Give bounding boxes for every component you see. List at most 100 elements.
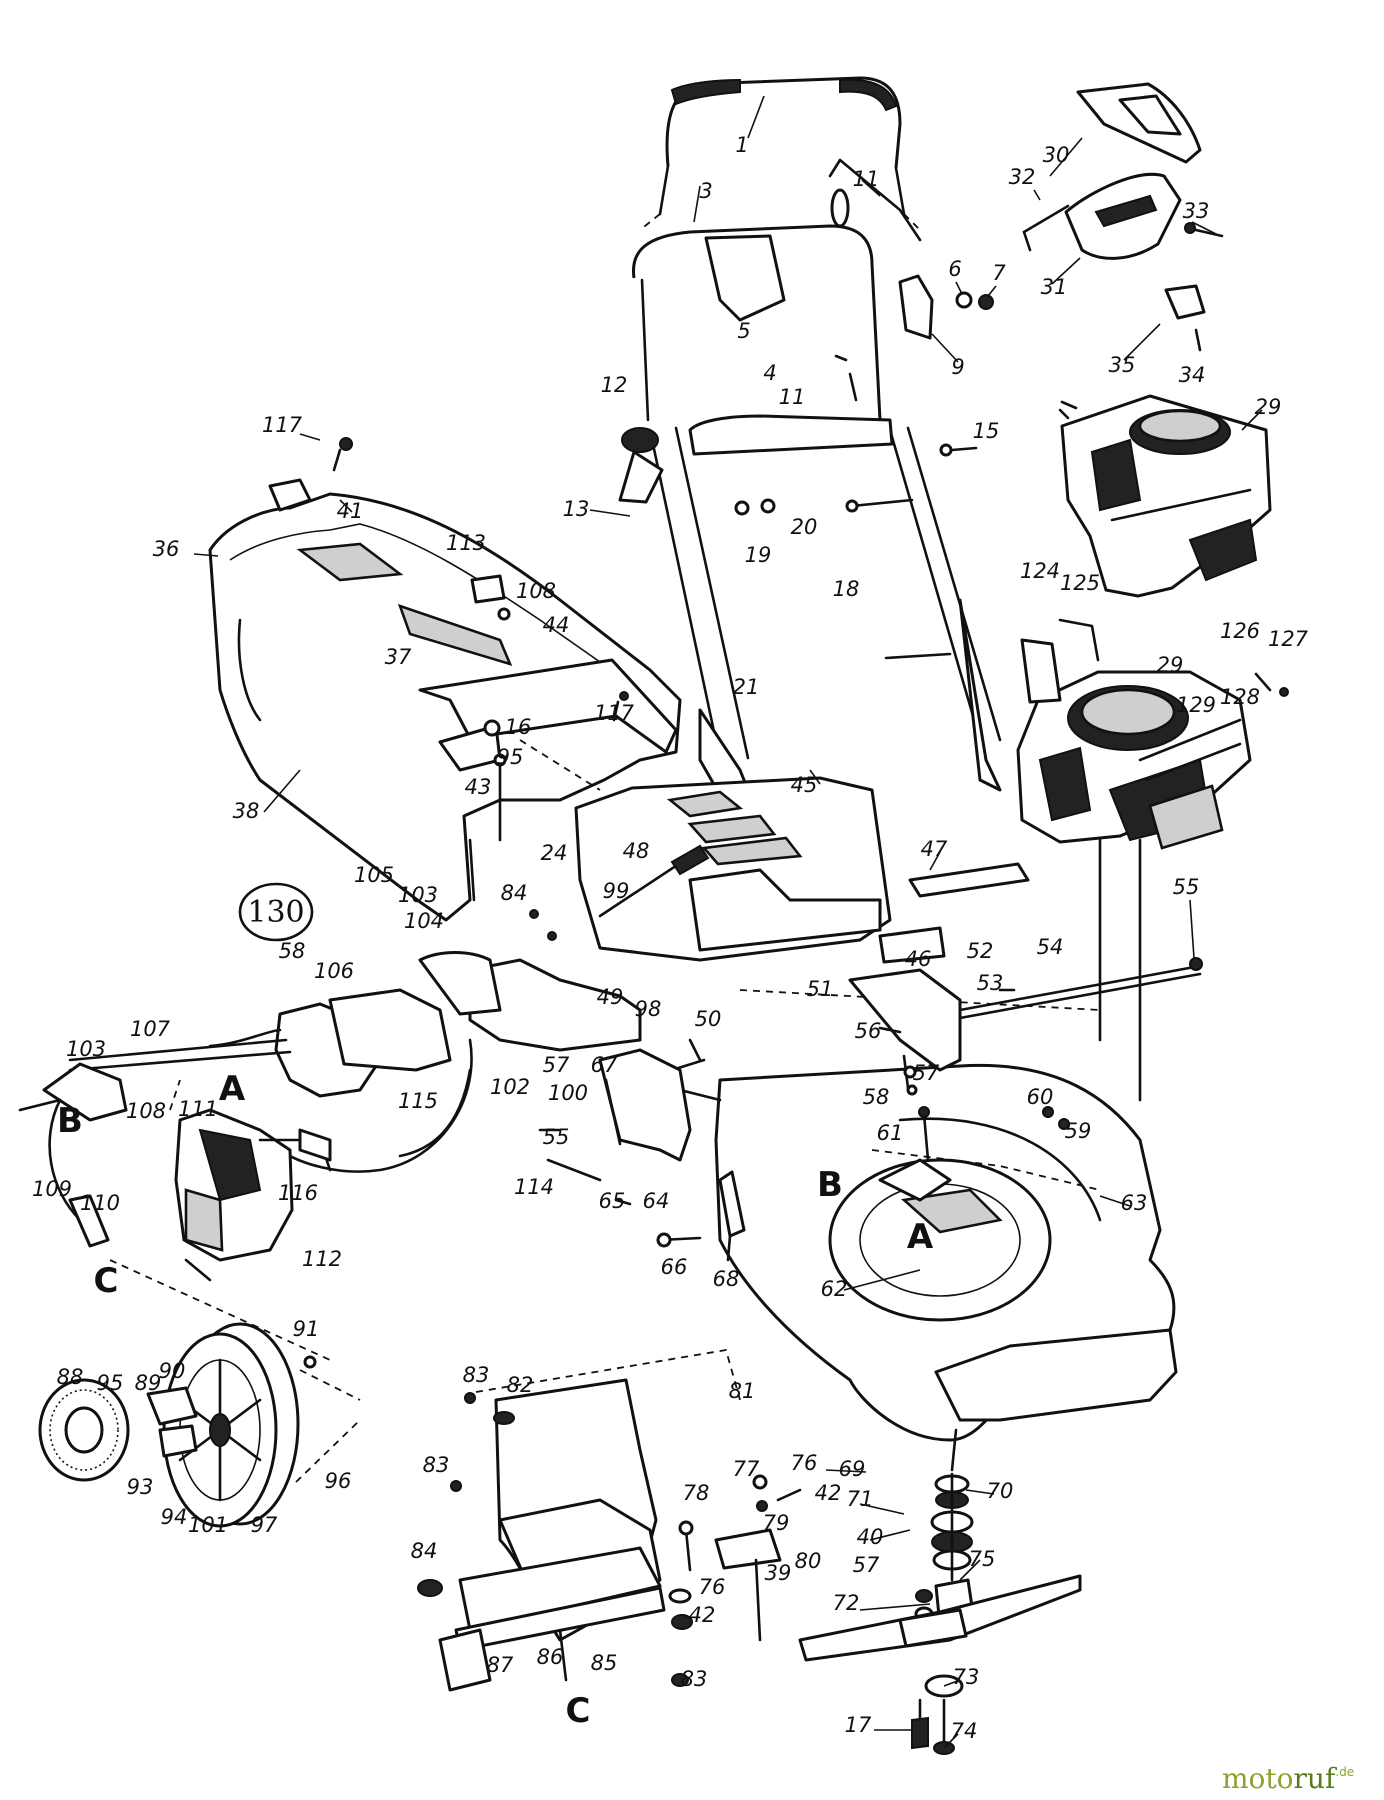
part-number-label: 98 — [635, 997, 662, 1021]
ref-letter-b-deck: B — [817, 1165, 843, 1205]
ref-letter-a: A — [219, 1069, 246, 1109]
part-number-label: 103 — [398, 883, 438, 907]
part-number-label: 43 — [465, 775, 492, 799]
part-number-label: 74 — [951, 1719, 978, 1743]
part-number-label: 67 — [591, 1053, 618, 1077]
part-number-label: 63 — [1121, 1191, 1148, 1215]
part-number-label: 12 — [601, 373, 628, 397]
part-number-label: 101 — [188, 1513, 228, 1537]
upper-handle-bar — [639, 76, 921, 231]
throttle-control — [1022, 82, 1224, 352]
part-number-label: 87 — [487, 1653, 514, 1677]
part-number-label: 129 — [1176, 693, 1216, 717]
ref-letter-c-deflector: C — [566, 1691, 591, 1731]
part-number-label: 128 — [1220, 685, 1260, 709]
blade-assembly — [798, 1472, 1082, 1755]
part-number-label: 35 — [1109, 353, 1136, 377]
part-number-label: 109 — [32, 1177, 72, 1201]
part-number-label: 16 — [505, 715, 532, 739]
part-number-label: 76 — [699, 1575, 726, 1599]
part-number-label: 126 — [1220, 619, 1260, 643]
part-number-label: 57 — [853, 1553, 880, 1577]
part-number-label: 20 — [791, 515, 818, 539]
part-number-label: 30 — [1043, 143, 1070, 167]
part-number-label: 114 — [514, 1175, 554, 1199]
part-number-label: 41 — [337, 499, 364, 523]
part-number-label: 19 — [745, 543, 772, 567]
part-number-label: 59 — [1065, 1119, 1092, 1143]
ref-letter-b: B — [57, 1101, 83, 1141]
part-number-label: 36 — [153, 537, 180, 561]
part-number-label: 103 — [66, 1037, 106, 1061]
part-number-label: 50 — [695, 1007, 722, 1031]
diagram-number: 130 — [247, 895, 304, 930]
handle-knobs — [618, 158, 994, 660]
part-number-label: 97 — [251, 1513, 278, 1537]
part-number-label: 76 — [791, 1451, 818, 1475]
part-number-label: 37 — [385, 645, 412, 669]
part-number-label: 54 — [1037, 935, 1064, 959]
part-number-label: 94 — [161, 1505, 188, 1529]
part-number-label: 55 — [1173, 875, 1200, 899]
part-number-label: 32 — [1009, 165, 1036, 189]
diagram-number-callout: 130 — [238, 882, 314, 942]
part-number-label: 62 — [821, 1277, 848, 1301]
ref-letter-c: C — [94, 1261, 119, 1301]
part-number-label: 39 — [765, 1561, 792, 1585]
part-number-label: 1 — [735, 133, 748, 157]
part-number-label: 13 — [563, 497, 590, 521]
part-number-label: 68 — [713, 1267, 740, 1291]
part-number-label: 48 — [623, 839, 650, 863]
part-number-label: 124 — [1020, 559, 1060, 583]
engine — [1016, 618, 1289, 1102]
part-number-label: 9 — [951, 355, 964, 379]
part-number-label: 18 — [833, 577, 860, 601]
part-number-label: 53 — [977, 971, 1004, 995]
part-number-label: 29 — [1157, 653, 1184, 677]
grass-catcher — [208, 437, 682, 922]
part-number-label: 24 — [541, 841, 568, 865]
part-number-label: 44 — [543, 613, 570, 637]
part-number-label: 52 — [967, 939, 994, 963]
part-number-label: 84 — [501, 881, 528, 905]
part-number-label: 5 — [737, 319, 750, 343]
part-number-label: 117 — [262, 413, 303, 437]
part-number-label: 105 — [354, 863, 394, 887]
part-number-label: 85 — [591, 1651, 618, 1675]
rear-wheel — [38, 1322, 361, 1528]
part-number-label: 78 — [683, 1481, 710, 1505]
part-number-label: 31 — [1041, 275, 1068, 299]
part-number-label: 7 — [992, 261, 1006, 285]
part-number-label: 82 — [507, 1373, 534, 1397]
part-number-label: 113 — [446, 531, 486, 555]
handle-frame — [631, 224, 1002, 832]
part-number-label: 47 — [921, 837, 948, 861]
part-number-label: 115 — [398, 1089, 438, 1113]
part-number-label: 81 — [729, 1379, 756, 1403]
part-number-label: 104 — [404, 909, 444, 933]
reference-letters: A A B B C C — [57, 1069, 934, 1731]
part-number-label: 107 — [130, 1017, 171, 1041]
part-number-label: 102 — [490, 1075, 530, 1099]
part-number-label: 51 — [807, 977, 834, 1001]
part-number-label: 57 — [543, 1053, 570, 1077]
part-number-label: 55 — [543, 1125, 570, 1149]
part-number-label: 72 — [833, 1591, 860, 1615]
part-number-label: 89 — [135, 1371, 162, 1395]
part-number-label: 60 — [1027, 1085, 1054, 1109]
part-number-label: 11 — [779, 385, 806, 409]
part-number-label: 56 — [855, 1019, 882, 1043]
part-number-label: 64 — [643, 1189, 670, 1213]
part-number-label: 11 — [853, 167, 880, 191]
part-number-label: 70 — [987, 1479, 1014, 1503]
part-number-label: 71 — [847, 1487, 874, 1511]
part-number-label: 46 — [905, 947, 932, 971]
part-number-label: 111 — [178, 1097, 218, 1121]
part-number-label: 83 — [423, 1453, 450, 1477]
part-number-label: 91 — [293, 1317, 320, 1341]
part-number-label: 3 — [699, 179, 712, 203]
part-number-label: 75 — [969, 1547, 996, 1571]
